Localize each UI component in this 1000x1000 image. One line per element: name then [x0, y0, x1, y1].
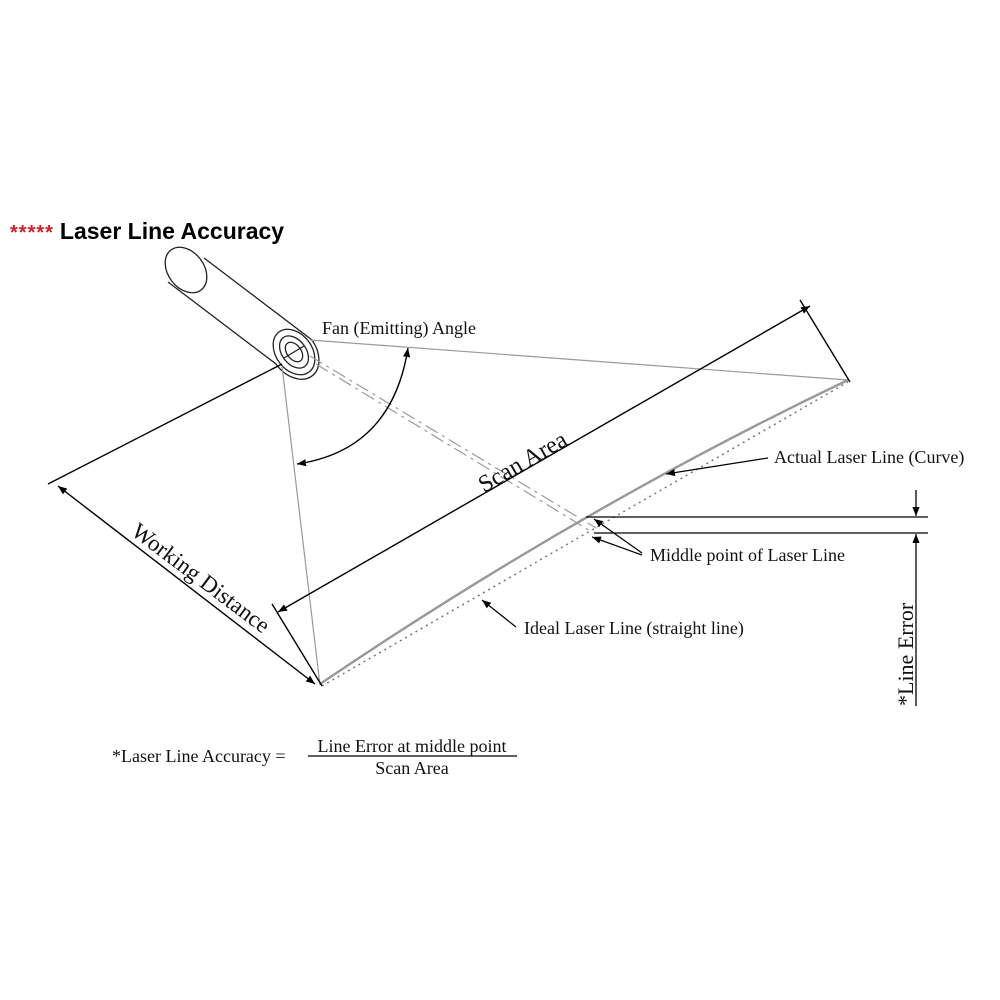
actual-line-label: Actual Laser Line (Curve) [774, 447, 964, 468]
leader-lines [481, 457, 769, 628]
fan-angle-label: Fan (Emitting) Angle [322, 318, 476, 339]
formula-numerator: Line Error at middle point [318, 736, 507, 756]
title-text: Laser Line Accuracy [59, 218, 285, 244]
middle-point-label: Middle point of Laser Line [650, 545, 845, 565]
formula-denominator: Scan Area [375, 758, 448, 778]
working-distance-dimension [47, 363, 316, 685]
title-stars: ***** [10, 222, 54, 244]
formula-lhs: *Laser Line Accuracy = [112, 746, 286, 766]
accuracy-formula: *Laser Line Accuracy = Line Error at mid… [112, 736, 517, 778]
ideal-line-label: Ideal Laser Line (straight line) [524, 618, 744, 639]
scan-area-label: Scan Area [474, 427, 572, 499]
working-distance-label: Working Distance [127, 518, 275, 638]
laser-module [164, 246, 320, 380]
line-error-label: *Line Error [893, 602, 918, 706]
line-error-dimension [586, 490, 928, 706]
ideal-laser-line [321, 381, 849, 687]
actual-laser-line [319, 378, 849, 685]
diagram-title: *****Laser Line Accuracy [10, 218, 284, 245]
